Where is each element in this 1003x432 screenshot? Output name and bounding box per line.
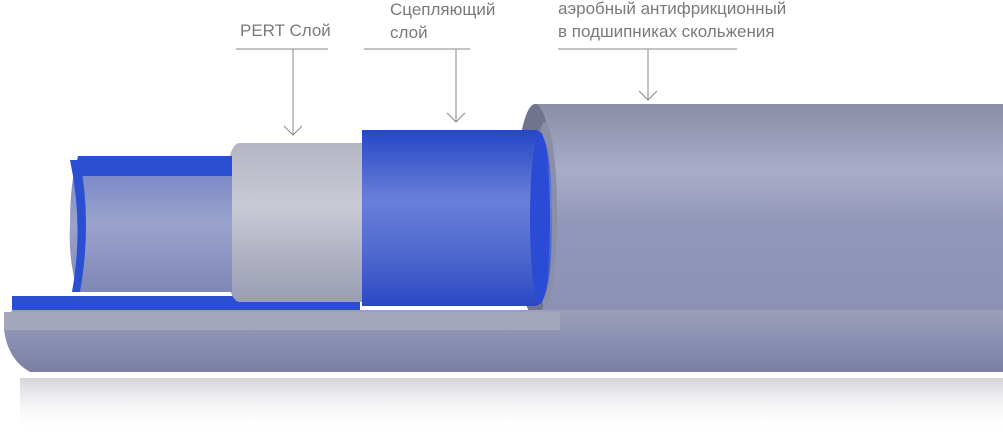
adhesive-arrow-icon	[446, 112, 466, 123]
adhesive-layer	[362, 130, 552, 306]
outer-arrow-icon	[638, 90, 658, 101]
adhesive-label-line2: слой	[390, 23, 428, 42]
reflection	[20, 378, 1003, 432]
pert-label: PERT Слой	[240, 21, 331, 40]
adhesive-label-line1: Сцепляющий	[390, 0, 496, 19]
inner-pipe	[69, 156, 233, 292]
pert-arrow-icon	[283, 125, 303, 136]
pert-layer	[224, 143, 362, 302]
outer-label-line2: в подшипниках скольжения	[558, 22, 775, 41]
outer-pipe	[535, 104, 1003, 372]
outer-label-line1: аэробный антифрикционный	[558, 0, 787, 18]
